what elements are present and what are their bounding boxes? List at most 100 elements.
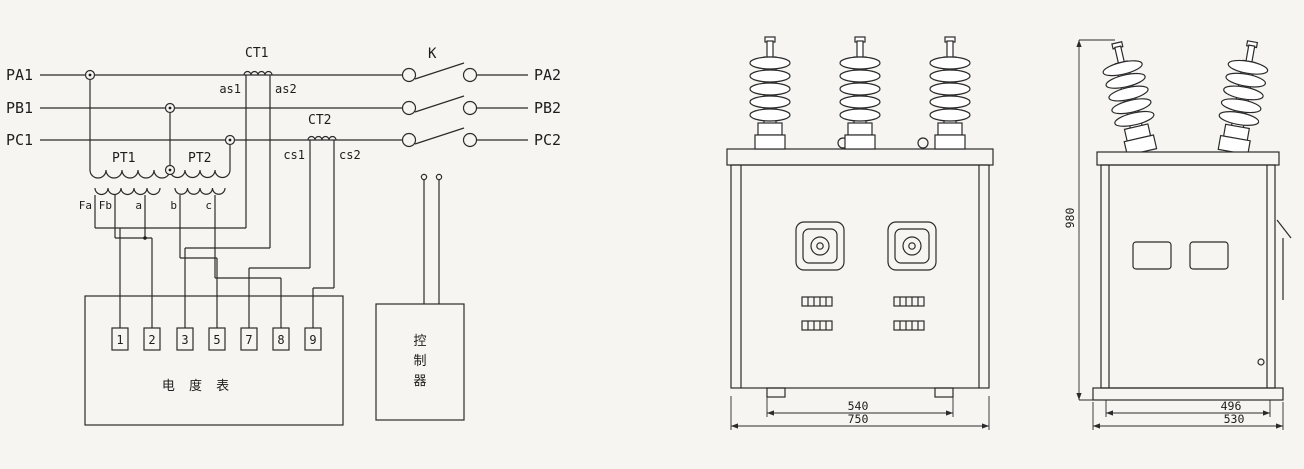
tap-c-label: c <box>205 199 212 212</box>
phase-b-in-label: PB1 <box>6 99 33 117</box>
ct1-coil <box>243 70 273 76</box>
phase-line-a: PA1 PA2 <box>6 62 561 84</box>
front-bushing-2 <box>839 36 881 150</box>
pt2-primary-coil <box>169 169 231 179</box>
meter-terminal-9-label: 9 <box>309 333 316 347</box>
front-bushing-1 <box>749 36 791 150</box>
side-bushing-right <box>1212 37 1273 157</box>
switch-pole-b-right <box>462 100 478 116</box>
meter-terminal-2 <box>143 327 161 351</box>
height-dim-980-label: 980 <box>1063 208 1077 229</box>
ct2-label: CT2 <box>308 113 331 128</box>
current-transformer-ct2: CT2 cs1 cs2 <box>283 113 360 162</box>
front-dim-540: 540 <box>766 397 954 417</box>
meter-terminal-2-label: 2 <box>148 333 155 347</box>
phase-line-b: PB1 PB2 <box>6 95 561 117</box>
side-dim-496: 496 <box>1105 399 1271 417</box>
terminal-strip-1 <box>801 296 833 307</box>
meter-terminal-9 <box>304 327 322 351</box>
energy-meter-box: 1 2 3 5 7 8 9 电 度 表 <box>84 295 344 426</box>
meter-terminal-5-label: 5 <box>213 333 220 347</box>
meter-outline <box>84 295 344 426</box>
terminal-strip-3 <box>801 320 833 331</box>
meter-terminal-8-label: 8 <box>277 333 284 347</box>
ct1-terminal-as2-label: as2 <box>275 82 297 96</box>
switch-pole-c-left <box>401 132 417 148</box>
terminal-strip-2 <box>893 296 925 307</box>
ct2-coil <box>307 135 337 141</box>
phase-a-in-label: PA1 <box>6 66 33 84</box>
ct2-terminal-cs2-label: cs2 <box>339 148 361 162</box>
controller-label-char-1: 控 <box>413 334 426 349</box>
switch-blade-b <box>414 95 465 113</box>
ct1-label: CT1 <box>245 46 268 61</box>
pt2-secondary-coil <box>174 187 226 195</box>
meter-terminal-1 <box>111 327 129 351</box>
side-base <box>1092 387 1284 401</box>
switch-pole-a-right <box>462 67 478 83</box>
ct2-terminal-cs1-label: cs1 <box>283 148 305 162</box>
switch-blade-c <box>414 127 465 145</box>
side-dim-530: 530 <box>1092 402 1284 430</box>
height-dimension: 980 <box>1063 39 1115 401</box>
meter-terminal-5 <box>208 327 226 351</box>
tap-fb-label: Fb <box>99 199 112 212</box>
switch-pole-b-left <box>401 100 417 116</box>
side-view: 496 530 <box>1092 37 1292 430</box>
front-foot-right <box>934 387 954 398</box>
front-dim-750-label: 750 <box>848 412 869 426</box>
phase-line-c: PC1 PC2 <box>6 127 561 149</box>
pt2-label: PT2 <box>188 151 211 166</box>
front-foot-left <box>766 387 786 398</box>
nameplate-right <box>887 221 937 271</box>
side-dim-530-label: 530 <box>1224 412 1245 426</box>
controller-label-char-2: 制 <box>413 354 426 369</box>
side-tank-body <box>1100 164 1276 389</box>
meter-terminal-7 <box>240 327 258 351</box>
switch-pole-a-left <box>401 67 417 83</box>
secondary-wiring <box>94 75 335 328</box>
meter-label: 电 度 表 <box>162 378 234 394</box>
controller-box: 控 制 器 <box>375 173 465 421</box>
switch-k-label: K <box>428 46 437 62</box>
side-dim-496-label: 496 <box>1221 399 1242 413</box>
side-drain-knob <box>1257 358 1265 366</box>
controller-outline <box>375 303 465 421</box>
controller-label-char-3: 器 <box>413 374 426 389</box>
terminal-strip-4 <box>893 320 925 331</box>
front-tank-body <box>730 164 990 389</box>
front-dim-540-label: 540 <box>848 399 869 413</box>
front-view: 540 750 <box>726 36 994 430</box>
phase-c-out-label: PC2 <box>534 131 561 149</box>
side-plate-left <box>1132 241 1172 270</box>
tap-a-label: a <box>135 199 142 212</box>
side-plate-right <box>1189 241 1229 270</box>
nameplate-left <box>795 221 845 271</box>
phase-c-in-label: PC1 <box>6 131 33 149</box>
pt1-label: PT1 <box>112 151 135 166</box>
meter-terminal-3-label: 3 <box>181 333 188 347</box>
meter-terminal-1-label: 1 <box>116 333 123 347</box>
switch-pole-c-right <box>462 132 478 148</box>
pt1-primary-coil <box>89 169 171 179</box>
side-bushing-left <box>1096 37 1163 158</box>
meter-terminal-3 <box>176 327 194 351</box>
controller-lead-1-tip <box>420 173 428 181</box>
front-bushing-3 <box>929 36 971 150</box>
ct1-terminal-as1-label: as1 <box>219 82 241 96</box>
front-dim-750: 750 <box>730 396 990 430</box>
wiring-schematic: PA1 PA2 PB1 PB2 PC1 PC2 <box>6 46 561 426</box>
side-tank-lid <box>1096 151 1280 166</box>
side-bracket-diagonal <box>1276 219 1292 239</box>
current-transformer-ct1: CT1 as1 as2 <box>219 46 296 96</box>
tap-b-label: b <box>170 199 177 212</box>
meter-terminal-8 <box>272 327 290 351</box>
pt1-secondary-coil <box>94 187 161 196</box>
phase-b-out-label: PB2 <box>534 99 561 117</box>
phase-a-out-label: PA2 <box>534 66 561 84</box>
lifting-lug-2 <box>917 137 929 149</box>
tap-fa-label: Fa <box>79 199 92 212</box>
meter-terminal-7-label: 7 <box>245 333 252 347</box>
